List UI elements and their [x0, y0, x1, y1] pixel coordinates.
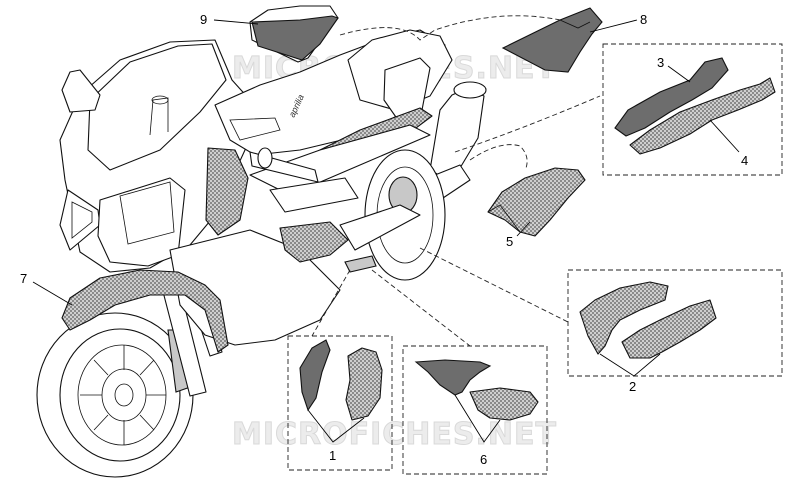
leader-lines [32, 19, 740, 443]
callout-5: 5 [506, 234, 513, 249]
motorcycle-drawing: aprilia [36, 29, 487, 478]
part-3-4-seat-sides [602, 43, 783, 176]
callout-2: 2 [629, 379, 636, 394]
part-9-seat-cowl [249, 5, 339, 63]
connector-lines [311, 15, 601, 347]
watermark-bottom: MICROFICHES.NET [232, 417, 557, 452]
callout-3: 3 [657, 55, 664, 70]
part-8-seat-cover [501, 7, 603, 73]
part-5-rear-hugger [487, 167, 586, 237]
callout-8: 8 [640, 12, 647, 27]
callout-7: 7 [20, 271, 27, 286]
part-2-side-panels [567, 269, 783, 377]
part-1-belly-sides [287, 335, 393, 471]
callout-9: 9 [200, 12, 207, 27]
part-6-belly-pan [402, 345, 548, 475]
callout-1: 1 [329, 448, 336, 463]
callout-4: 4 [741, 153, 748, 168]
callout-6: 6 [480, 452, 487, 467]
